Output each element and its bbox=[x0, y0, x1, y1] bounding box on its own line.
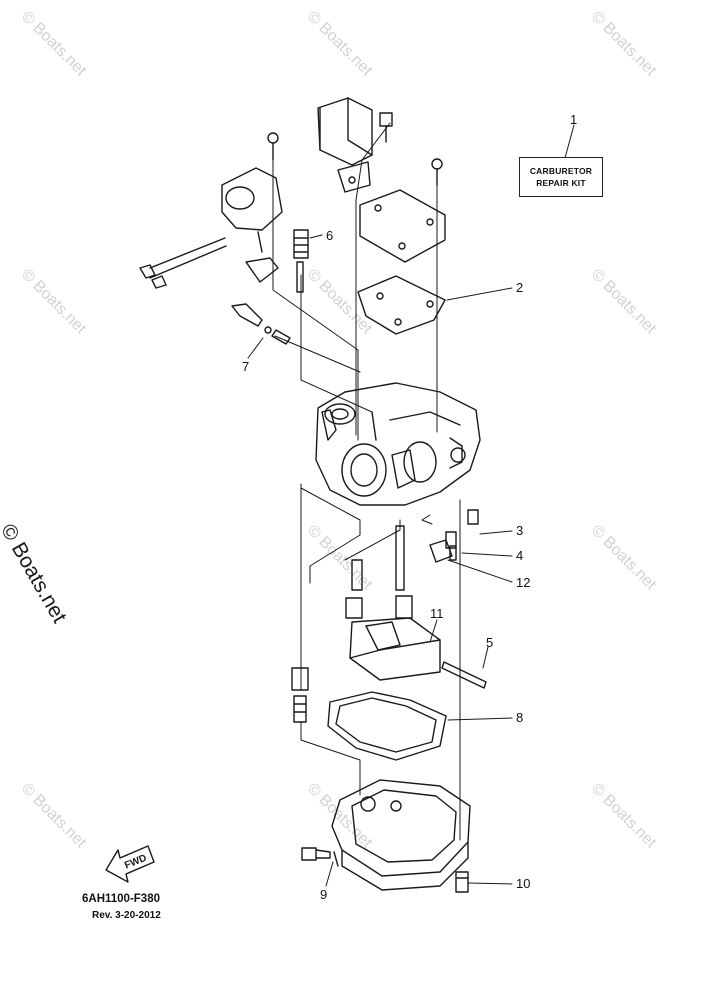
leader-lines bbox=[247, 124, 575, 887]
kit-label-line2: REPAIR KIT bbox=[536, 178, 586, 188]
callout-3: 3 bbox=[516, 523, 524, 538]
screw-10 bbox=[455, 871, 469, 893]
callout-11: 11 bbox=[430, 606, 444, 621]
drain-screw-9 bbox=[301, 847, 339, 867]
float-part-11 bbox=[349, 617, 441, 681]
emulsion-tube bbox=[345, 525, 413, 619]
callout-1: 1 bbox=[570, 112, 578, 127]
solenoid-assembly bbox=[139, 167, 283, 289]
float-bowl bbox=[331, 779, 471, 891]
float-pin-5 bbox=[441, 661, 487, 689]
callout-8: 8 bbox=[516, 710, 524, 725]
gasket-plates bbox=[357, 189, 446, 335]
fwd-arrow-icon: FWD bbox=[105, 845, 155, 883]
revision-date: Rev. 3-20-2012 bbox=[92, 910, 161, 921]
kit-label-line1: CARBURETOR bbox=[529, 166, 593, 176]
carburetor-repair-kit-label: CARBURETOR REPAIR KIT bbox=[519, 157, 603, 197]
callout-12: 12 bbox=[516, 575, 531, 590]
needle-valve bbox=[291, 667, 309, 723]
top-cover-bracket bbox=[317, 97, 393, 193]
callout-10: 10 bbox=[516, 876, 531, 891]
callout-5: 5 bbox=[486, 635, 494, 650]
carburetor-body bbox=[315, 382, 481, 506]
top-screws bbox=[267, 132, 443, 186]
callout-6: 6 bbox=[326, 228, 334, 243]
bowl-gasket-8 bbox=[327, 691, 447, 761]
spring-part-6 bbox=[293, 229, 309, 293]
callout-2: 2 bbox=[516, 280, 524, 295]
callout-4: 4 bbox=[516, 548, 524, 563]
part-code: 6AH1100-F380 bbox=[82, 893, 160, 905]
jets-3-4-12 bbox=[429, 509, 479, 563]
pilot-screw-7 bbox=[231, 303, 291, 345]
assembly-guide-lines bbox=[272, 122, 461, 841]
callout-9: 9 bbox=[320, 887, 328, 902]
callout-7: 7 bbox=[242, 359, 250, 374]
